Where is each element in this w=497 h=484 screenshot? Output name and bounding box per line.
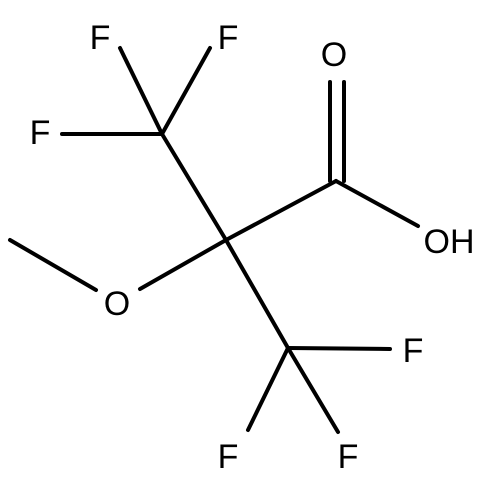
bond-c2-c4 — [224, 238, 290, 350]
atom-f-left: F — [30, 114, 51, 152]
atom-f-bottom-left: F — [218, 438, 239, 476]
atom-f-bottom-right: F — [403, 332, 424, 370]
atom-f-top-right: F — [218, 19, 239, 57]
bond-c1-f-top-left — [118, 46, 164, 136]
bond-c2-c3 — [224, 179, 338, 242]
bond-c4-f-bottom-right — [286, 346, 392, 351]
atom-o-carbonyl: O — [321, 36, 347, 74]
bond-c3-oh — [334, 179, 420, 228]
atom-o-methoxy: O — [104, 285, 130, 323]
bond-o-methoxy-ch3 — [8, 238, 98, 292]
bond-c1-f-top-right — [160, 46, 212, 136]
bond-c1-c2 — [160, 132, 228, 242]
bond-c4-f-bottom-left — [246, 346, 290, 432]
bond-c2-o-methoxy — [138, 238, 228, 291]
bond-c4-f-bottom-far-right — [286, 346, 340, 434]
atom-f-bottom-far-right: F — [338, 438, 359, 476]
atom-oh: OH — [424, 223, 475, 261]
atom-f-top-left: F — [90, 19, 111, 57]
